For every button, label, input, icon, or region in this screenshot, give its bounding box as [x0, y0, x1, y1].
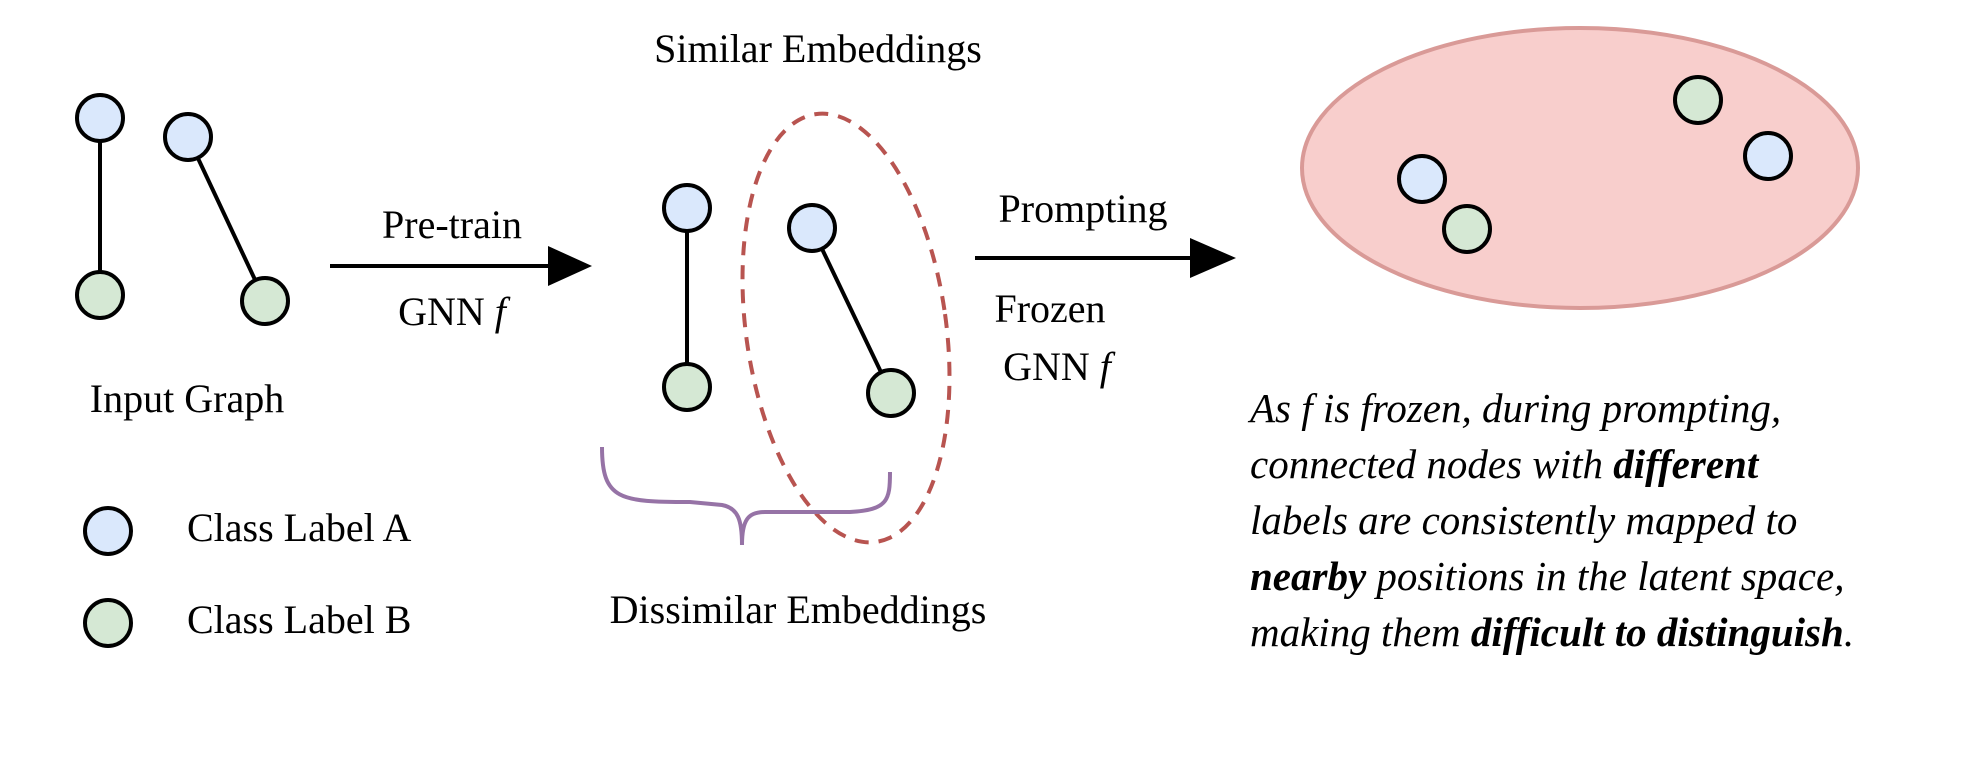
input-node-b2	[240, 276, 290, 326]
middle-graph	[662, 183, 916, 418]
gnn-label-1: GNN f	[398, 289, 511, 334]
legend-class-a-label: Class Label A	[187, 505, 412, 550]
middle-node-b2	[866, 368, 916, 418]
frozen-label: Frozen	[994, 286, 1105, 331]
pretrain-arrowhead	[548, 246, 592, 286]
middle-node-a2	[787, 203, 837, 253]
similar-dashed-ellipse	[740, 111, 952, 545]
legend-class-b-label: Class Label B	[187, 597, 411, 642]
caption-line-2: connected nodes with different	[1250, 441, 1759, 487]
caption-line-5: making them difficult to distinguish.	[1250, 609, 1855, 655]
dissimilar-brace	[600, 446, 892, 546]
prompting-label: Prompting	[999, 186, 1168, 231]
input-node-b1	[75, 270, 125, 320]
caption-line-4: nearby positions in the latent space,	[1250, 553, 1845, 599]
legend-class-a-swatch	[83, 506, 133, 556]
similar-embeddings-label: Similar Embeddings	[654, 26, 982, 71]
caption-line-3: labels are consistently mapped to	[1250, 497, 1798, 543]
input-graph-label: Input Graph	[90, 376, 284, 421]
dissimilar-embeddings-label: Dissimilar Embeddings	[610, 587, 987, 632]
middle-node-a1	[662, 183, 712, 233]
caption-line-1: As f is frozen, during prompting,	[1250, 385, 1782, 431]
explanation-caption: As f is frozen, during prompting, connec…	[1250, 380, 1960, 660]
input-graph	[75, 93, 290, 326]
middle-edge-2	[810, 227, 893, 394]
input-edge-2	[186, 136, 267, 302]
latent-node-a2	[1397, 154, 1447, 204]
latent-node-b2	[1442, 204, 1492, 254]
gnn-label-2: GNN f	[1003, 344, 1116, 389]
pretrain-label: Pre-train	[382, 202, 522, 247]
latent-node-a1	[1743, 131, 1793, 181]
input-node-a1	[75, 93, 125, 143]
legend: Class Label A Class Label B	[83, 505, 412, 648]
input-node-a2	[163, 112, 213, 162]
legend-class-b-swatch	[83, 598, 133, 648]
middle-node-b1	[662, 362, 712, 412]
prompting-arrowhead	[1190, 238, 1236, 278]
latent-node-b1	[1673, 75, 1723, 125]
